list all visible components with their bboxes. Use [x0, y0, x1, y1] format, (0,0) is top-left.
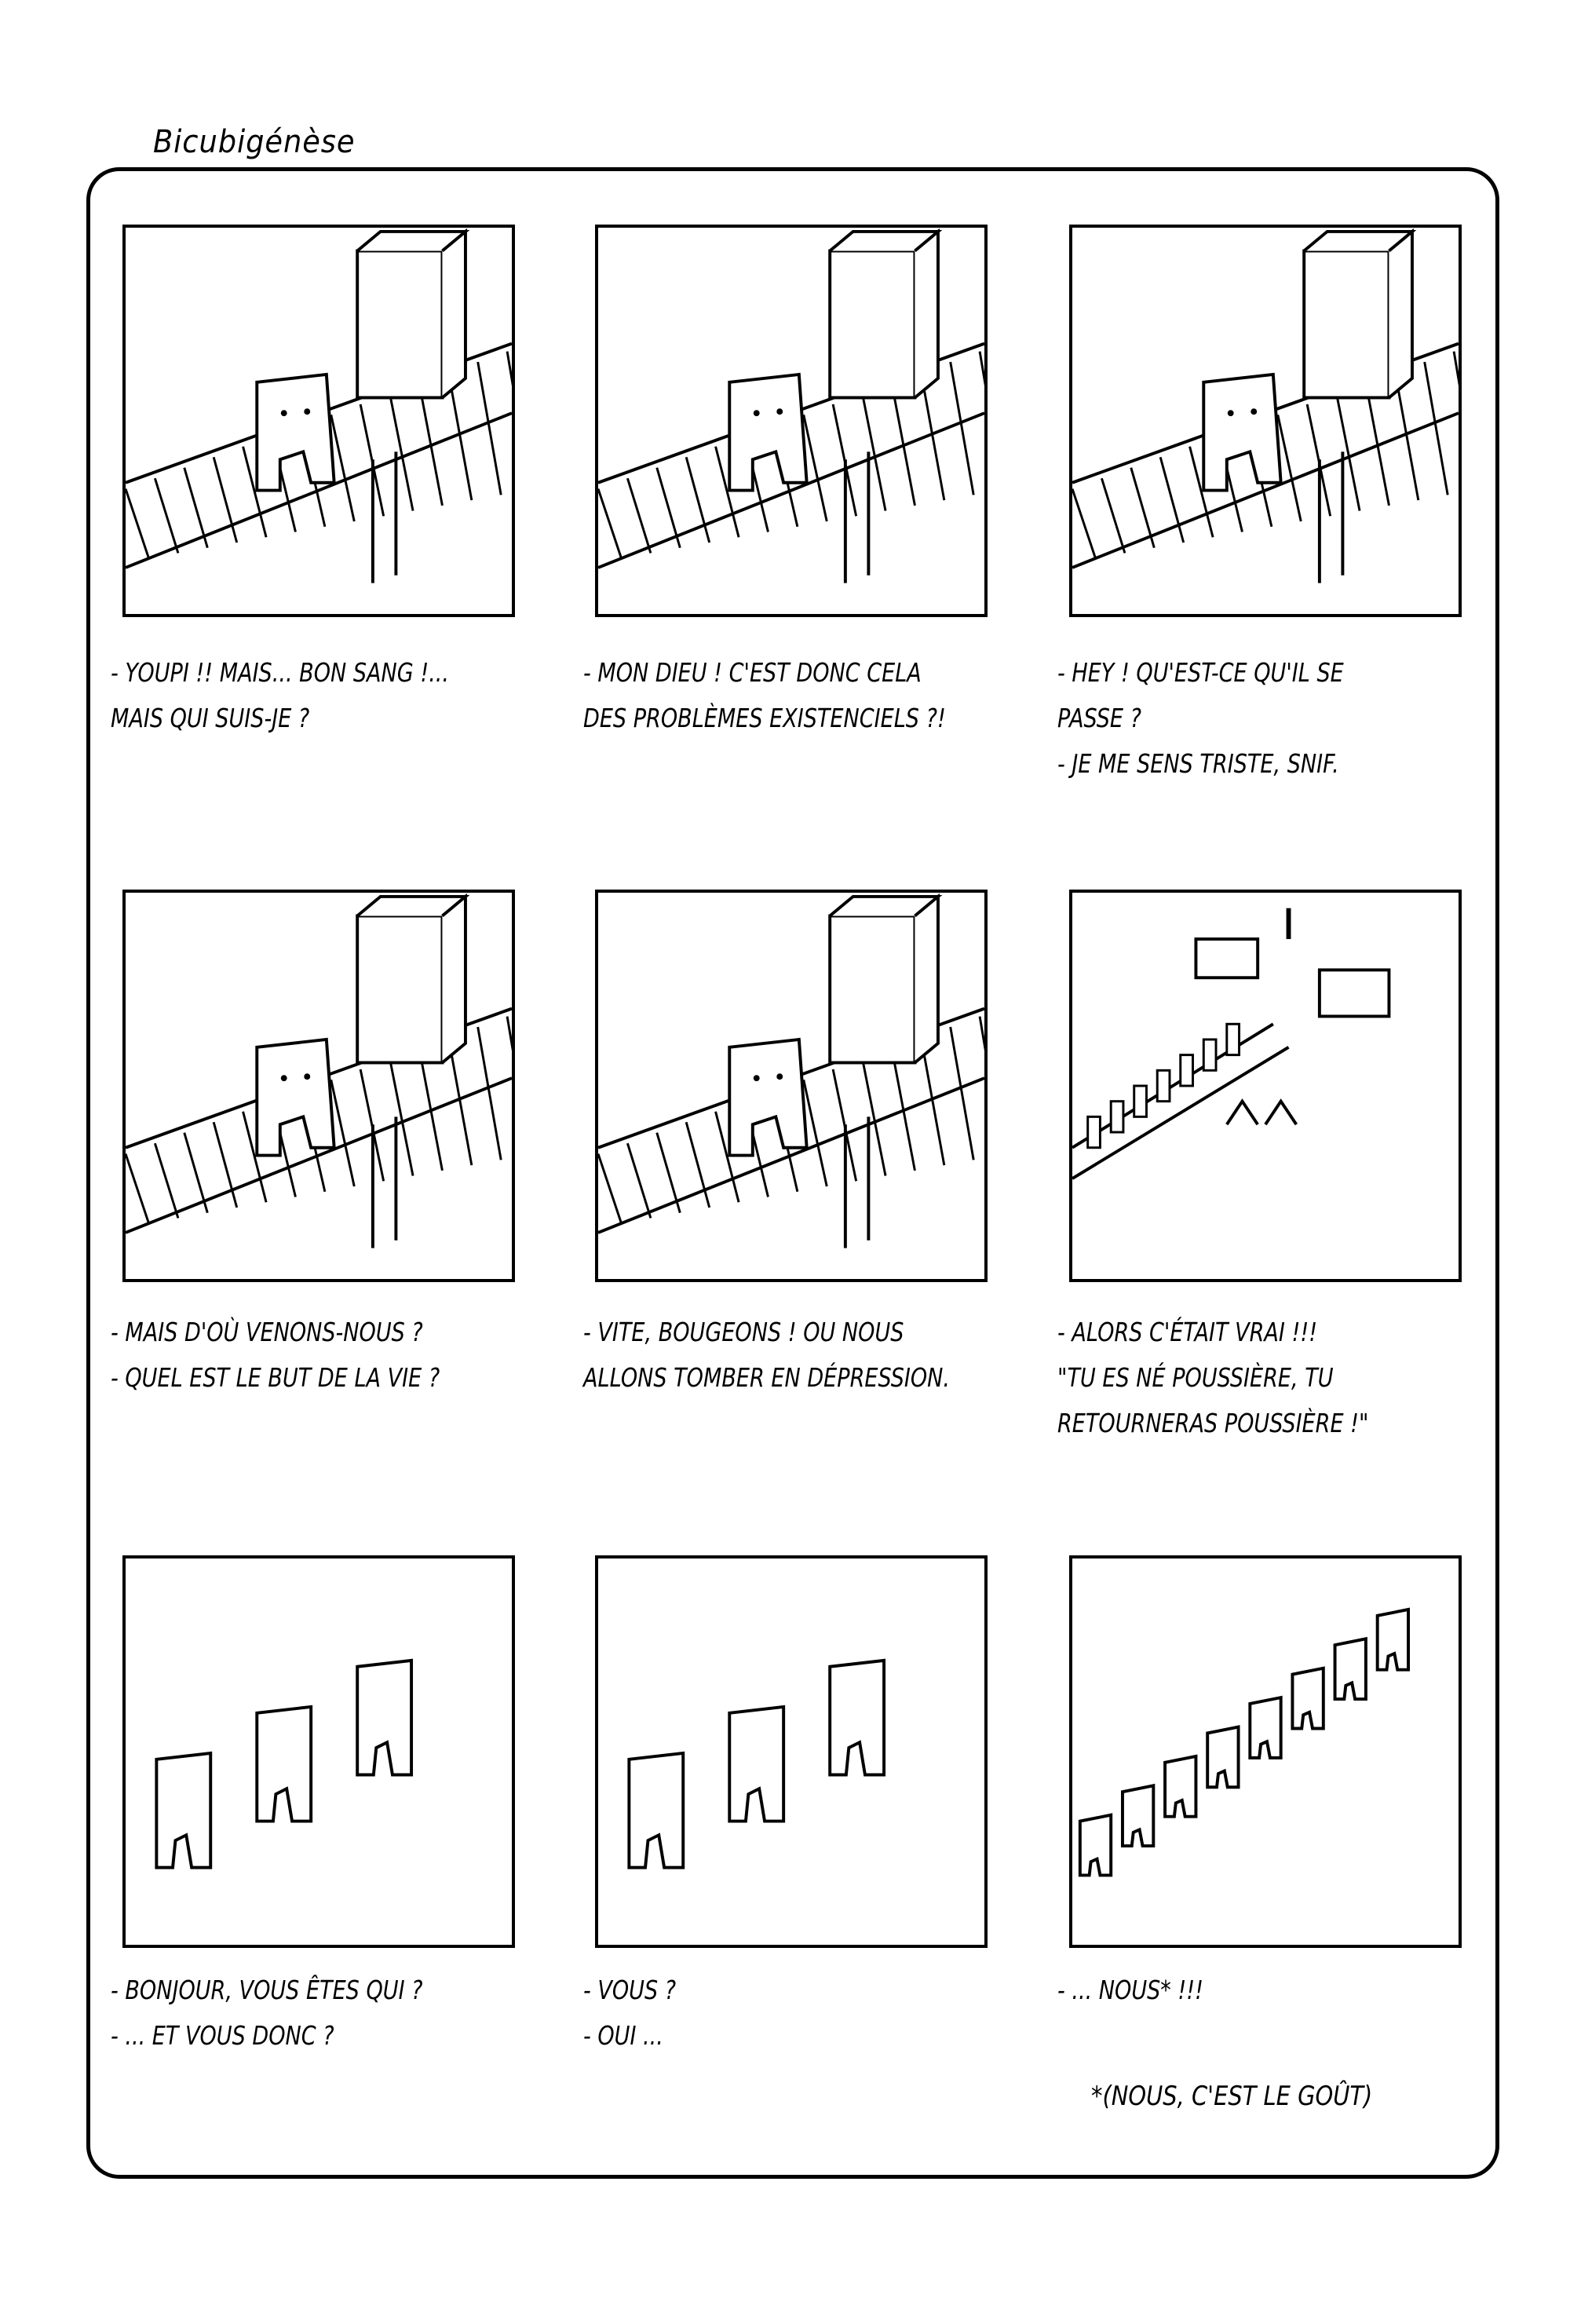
panel-caption: - Bonjour, vous êtes qui ? - ... et vous … — [111, 1968, 471, 2059]
page-title: Bicubigénèse — [153, 124, 356, 160]
comic-panel-9 — [1069, 1555, 1462, 1948]
caption-line: "Tu es né poussière, tu — [1057, 1362, 1334, 1393]
panel-illustration — [1078, 1607, 1411, 1877]
caption-line: retourneras poussière !" — [1057, 1408, 1369, 1438]
panel-illustration — [155, 1658, 414, 1869]
caption-line: - Mais d'où venons-nous ? — [111, 1317, 423, 1347]
caption-line: - Je me sens triste, snif. — [1057, 748, 1339, 779]
caption-line: - ... et vous donc ? — [111, 2020, 334, 2051]
comic-panel-6 — [1069, 890, 1462, 1282]
caption-line: passe ? — [1057, 703, 1141, 733]
caption-line: - Mon Dieu ! C'est donc cela — [583, 657, 922, 688]
panel-illustration — [1072, 908, 1391, 1180]
comic-panel-7 — [122, 1555, 515, 1948]
caption-line: Mais qui suis-je ? — [111, 703, 310, 733]
comic-panel-5 — [595, 890, 988, 1282]
comic-panel-4 — [122, 890, 515, 1282]
caption-line: - Quel est le but de la vie ? — [111, 1362, 440, 1393]
panel-caption: - ... Nous* !!! — [1057, 1968, 1418, 2013]
panel-caption: - Alors c'était vrai !!! "Tu es né poussi… — [1057, 1310, 1418, 1446]
panel-caption: - Vous ? - Oui ... — [583, 1968, 944, 2059]
panel-caption: - Vite, bougeons ! Ou nous allons tomber … — [583, 1310, 951, 1401]
caption-line: des problèmes existenciels ?! — [583, 703, 946, 733]
panel-illustration — [598, 228, 984, 583]
caption-line: - Vous ? — [583, 1975, 677, 2005]
panel-caption: - Youpi !! Mais... Bon sang !... Mais qui… — [111, 650, 471, 741]
panel-illustration — [126, 893, 512, 1248]
caption-line: - Bonjour, vous êtes qui ? — [111, 1975, 423, 2005]
panel-caption: - Hey ! Qu'est-ce qu'il se passe ? - Je me… — [1057, 650, 1418, 787]
comic-panel-3 — [1069, 225, 1462, 617]
caption-line: - Hey ! Qu'est-ce qu'il se — [1057, 657, 1344, 688]
caption-line: - Oui ... — [583, 2020, 663, 2051]
panel-illustration — [1072, 228, 1459, 583]
panel-illustration — [627, 1658, 886, 1869]
panel-caption: - Mais d'où venons-nous ? - Quel est le b… — [111, 1310, 471, 1401]
comic-page-frame — [86, 167, 1499, 2179]
caption-line: - ... Nous* !!! — [1057, 1975, 1203, 2005]
comic-panel-2 — [595, 225, 988, 617]
panel-caption: - Mon Dieu ! C'est donc cela des problème… — [583, 650, 946, 741]
comic-panel-1 — [122, 225, 515, 617]
caption-line: allons tomber en dépression. — [583, 1362, 951, 1393]
caption-line: - Youpi !! Mais... Bon sang !... — [111, 657, 450, 688]
footnote: *(Nous, c'est le goût) — [1091, 2081, 1373, 2112]
panel-illustration — [126, 228, 512, 583]
caption-line: - Vite, bougeons ! Ou nous — [583, 1317, 904, 1347]
caption-line: - Alors c'était vrai !!! — [1057, 1317, 1318, 1347]
panel-illustration — [598, 893, 984, 1248]
comic-panel-8 — [595, 1555, 988, 1948]
